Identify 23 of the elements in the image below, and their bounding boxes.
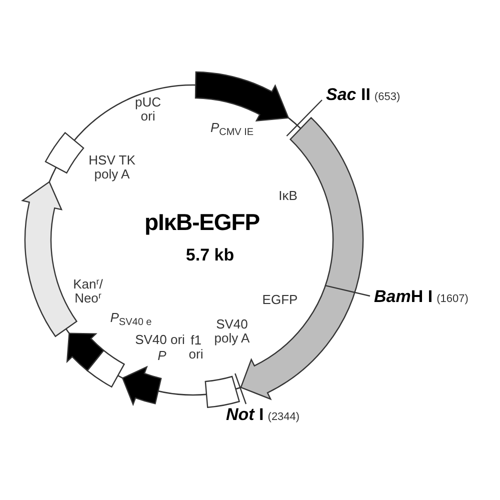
feature-label: P xyxy=(158,348,166,364)
restriction-site-name: H I xyxy=(410,286,433,308)
feature-label: IκB xyxy=(278,188,298,204)
leader-line xyxy=(234,373,247,404)
restriction-site-position: (2344) xyxy=(268,410,300,425)
leader-line xyxy=(325,285,370,297)
feature-label: P$_{SV40 e}$ xyxy=(110,310,152,326)
restriction-site-name: Bam xyxy=(374,286,411,308)
feature-label: pUC ori xyxy=(134,96,162,124)
restriction-site-position: (653) xyxy=(374,90,400,105)
feature-label: f1 ori xyxy=(188,334,204,362)
feature-label: HSV TK poly A xyxy=(88,154,136,182)
leader-line xyxy=(286,100,322,136)
feature-label: EGFP xyxy=(262,292,298,308)
feature-label: Kan$^{r}$/ Neo$^{r}$ xyxy=(72,278,104,306)
plasmid-name: pIκB-EGFP xyxy=(144,208,260,237)
feature-label: SV40 poly A xyxy=(213,318,251,346)
feature-label: P$_{CMV IE}$ xyxy=(210,120,254,136)
feature-label: SV40 ori xyxy=(135,332,185,348)
plasmid-size: 5.7 kb xyxy=(186,246,234,266)
restriction-site-name: Not I xyxy=(226,404,264,426)
restriction-site-position: (1607) xyxy=(436,292,468,307)
restriction-site-name: Sac II xyxy=(326,84,370,106)
